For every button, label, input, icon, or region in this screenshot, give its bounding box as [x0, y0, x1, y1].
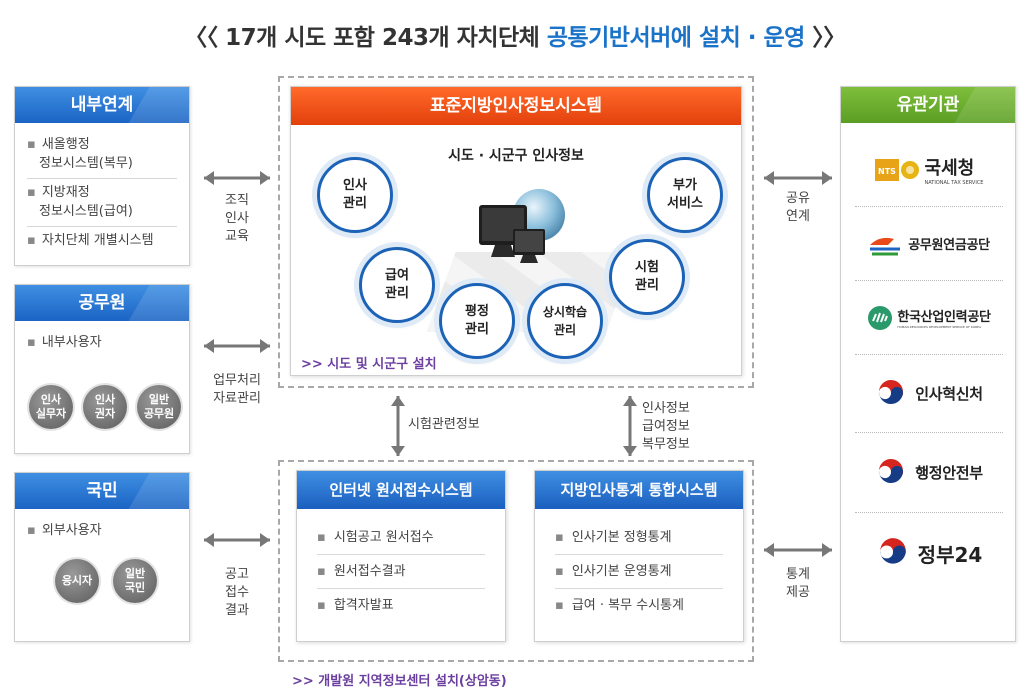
- module-exam-management: 시험 관리: [609, 239, 685, 315]
- module-evaluation-management: 평정 관리: [439, 283, 515, 359]
- standard-hr-system-header: 표준지방인사정보시스템: [291, 87, 741, 125]
- taegeuk-logo-icon: [877, 538, 908, 568]
- org-hrdkorea: 한국산업인력공단 HUMAN RESOURCES DEVELOPMENT SER…: [855, 281, 1003, 355]
- label-officials-link: 업무처리 자료관리: [213, 373, 261, 406]
- module-extra-service: 부가 서비스: [647, 157, 723, 233]
- monitor-icon: [479, 189, 565, 263]
- standard-hr-system: 표준지방인사정보시스템 시도 · 시군구 인사정보 인사 관리 급여 관리 평정…: [290, 86, 742, 376]
- role-circle: 일반 국민: [113, 559, 157, 603]
- svg-text:NTS: NTS: [878, 167, 896, 176]
- standard-hr-system-subtitle: 시도 · 시군구 인사정보: [448, 148, 584, 164]
- page-title: 〈〈 17개 시도 포함 243개 자치단체 공통기반서버에 설치 · 운영 〉…: [0, 18, 1030, 52]
- label-citizens-link: 공고 접수 결과: [225, 567, 249, 618]
- bullet-icon: ▪: [555, 564, 564, 579]
- list-item: ▪인사기본 정형통계: [555, 521, 723, 555]
- hr-statistics-header: 지방인사통계 통합시스템: [535, 471, 743, 509]
- label-internal-link: 조직 인사 교육: [225, 193, 249, 244]
- local-install-boundary: [278, 76, 754, 388]
- role-circle: 인사 권자: [83, 385, 127, 429]
- title-text: 〈〈 17개 시도 포함 243개 자치단체: [184, 25, 547, 51]
- double-arrow-icon: [764, 543, 832, 557]
- related-agencies-card: 유관기관 NTS 국세청 NATIONAL TAX SERVICE 공무원연금공…: [840, 86, 1016, 642]
- bullet-icon: ▪: [317, 564, 326, 579]
- bullet-icon: ▪: [27, 523, 36, 538]
- module-payroll-management: 급여 관리: [359, 247, 435, 323]
- module-hr-management: 인사 관리: [317, 157, 393, 233]
- list-item: ▪시험공고 원서접수: [317, 521, 485, 555]
- officials-card: 공무원 ▪내부사용자 인사 실무자 인사 권자 일반 공무원: [14, 284, 190, 454]
- related-agencies-header: 유관기관: [841, 87, 1015, 123]
- bullet-icon: ▪: [555, 598, 564, 613]
- title-closing: 〉〉: [804, 25, 846, 51]
- org-name: 한국산업인력공단: [897, 310, 991, 325]
- officials-list: ▪내부사용자: [15, 321, 189, 357]
- pension-logo-icon: [870, 237, 901, 255]
- list-item: ▪급여 · 복무 수시통계: [555, 598, 685, 613]
- vertical-double-arrow-icon: [623, 396, 637, 456]
- module-learning-management: 상시학습 관리: [527, 283, 603, 359]
- bullet-icon: ▪: [27, 137, 36, 152]
- org-gov24: 정부24: [855, 513, 1003, 593]
- org-name: 공무원연금공단: [908, 238, 990, 253]
- officials-header: 공무원: [15, 285, 189, 321]
- org-name: 행정안전부: [915, 464, 983, 482]
- label-share: 공유 연계: [786, 191, 810, 224]
- online-application-system: 인터넷 원서접수시스템 ▪시험공고 원서접수 ▪원서접수결과 ▪합격자발표: [296, 470, 506, 642]
- taegeuk-logo-icon: [877, 458, 906, 487]
- org-subtitle: HUMAN RESOURCES DEVELOPMENT SERVICE OF K…: [897, 325, 982, 329]
- bullet-icon: ▪: [27, 335, 36, 350]
- install-note-local: >> 시도 및 시군구 설치: [301, 357, 437, 372]
- list-item: ▪외부사용자: [27, 523, 102, 538]
- role-circle: 일반 공무원: [137, 385, 181, 429]
- list-item: ▪합격자발표: [317, 598, 394, 613]
- label-exam-info: 시험관련정보: [408, 417, 480, 432]
- citizens-header: 국민: [15, 473, 189, 509]
- double-arrow-icon: [204, 171, 270, 185]
- title-highlight: 공통기반서버에 설치 · 운영: [546, 25, 806, 51]
- bullet-icon: ▪: [27, 233, 36, 248]
- bullet-icon: ▪: [27, 185, 36, 200]
- double-arrow-icon: [204, 533, 270, 547]
- org-mpm: 인사혁신처: [855, 355, 1003, 433]
- officials-roles: 인사 실무자 인사 권자 일반 공무원: [29, 385, 181, 429]
- nts-logo-icon: NTS: [874, 158, 919, 181]
- org-mois: 행정안전부: [855, 433, 1003, 513]
- org-name: 국세청: [924, 157, 975, 179]
- org-name: 인사혁신처: [915, 385, 983, 403]
- citizen-roles: 응시자 일반 국민: [55, 559, 157, 603]
- citizens-card: 국민 ▪외부사용자 응시자 일반 국민: [14, 472, 190, 642]
- org-name: 정부24: [917, 542, 983, 567]
- role-circle: 응시자: [55, 559, 99, 603]
- install-note-center: >> 개발원 지역정보센터 설치(상암동): [292, 674, 507, 689]
- hr-statistics-system: 지방인사통계 통합시스템 ▪인사기본 정형통계 ▪인사기본 운영통계 ▪급여 ·…: [534, 470, 744, 642]
- org-nts: NTS 국세청 NATIONAL TAX SERVICE: [855, 133, 1003, 207]
- center-install-boundary: [278, 460, 754, 662]
- label-hr-info: 인사정보 급여정보 복무정보: [642, 401, 690, 452]
- online-application-list: ▪시험공고 원서접수 ▪원서접수결과 ▪합격자발표: [297, 509, 505, 622]
- role-circle: 인사 실무자: [29, 385, 73, 429]
- vertical-double-arrow-icon: [391, 396, 405, 456]
- hr-statistics-list: ▪인사기본 정형통계 ▪인사기본 운영통계 ▪급여 · 복무 수시통계: [535, 509, 743, 622]
- double-arrow-icon: [204, 339, 270, 353]
- citizens-list: ▪외부사용자: [15, 509, 189, 545]
- list-item: ▪원서접수결과: [317, 555, 485, 589]
- list-item: ▪내부사용자: [27, 335, 102, 350]
- taegeuk-logo-icon: [877, 379, 906, 408]
- bullet-icon: ▪: [317, 598, 326, 613]
- double-arrow-icon: [764, 171, 832, 185]
- list-item: ▪자치단체 개별시스템: [27, 233, 154, 248]
- list-item: ▪인사기본 운영통계: [555, 555, 723, 589]
- label-stats-provide: 통계 제공: [786, 567, 810, 600]
- online-application-header: 인터넷 원서접수시스템: [297, 471, 505, 509]
- org-subtitle: NATIONAL TAX SERVICE: [924, 179, 984, 186]
- internal-link-header: 내부연계: [15, 87, 189, 123]
- hrdkorea-logo-icon: [868, 305, 893, 330]
- bullet-icon: ▪: [555, 530, 564, 545]
- org-pension: 공무원연금공단: [855, 207, 1003, 281]
- bullet-icon: ▪: [317, 530, 326, 545]
